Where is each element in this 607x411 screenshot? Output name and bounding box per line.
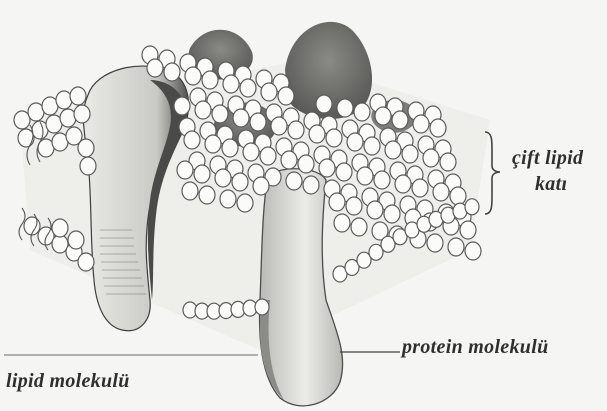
lipid-head [70, 87, 86, 105]
lipid-head [253, 177, 269, 195]
lipid-head [367, 201, 383, 219]
lipid-head [316, 95, 332, 113]
lipid-head [465, 242, 481, 260]
lipid-head [260, 147, 276, 165]
lipid-head [375, 107, 391, 125]
lipid-head [346, 197, 362, 215]
lipid-head [147, 59, 163, 77]
lipid-head [68, 231, 84, 249]
lipid-head [255, 299, 269, 315]
lipid-head [261, 83, 277, 101]
lipid-head [220, 190, 236, 208]
lipid-head [233, 109, 249, 127]
bilayer-label-line2: katı [535, 173, 567, 195]
lipid-head [329, 193, 345, 211]
lipid-head [326, 129, 342, 147]
lipid-head [205, 135, 221, 153]
lipid-head [337, 99, 353, 117]
lipid-head [212, 105, 228, 123]
lipid-head [78, 139, 94, 157]
lipid-head [243, 143, 259, 161]
lipid-head [336, 163, 352, 181]
lipid-head [465, 199, 479, 215]
lipid-head [222, 139, 238, 157]
lipid-head [448, 238, 464, 256]
lipid-head [194, 165, 210, 183]
lipid-head [430, 119, 446, 137]
bilayer-bracket [485, 132, 500, 214]
lipid-head [223, 75, 239, 93]
lipid-head [347, 133, 363, 151]
lipid-head [271, 117, 287, 135]
lipid-head [286, 172, 302, 190]
lipid-head [80, 157, 96, 175]
lipid-head [303, 176, 319, 194]
lipid-head [357, 167, 373, 185]
lipid-head [195, 101, 211, 119]
lipid-head [440, 153, 456, 171]
lipid-head [298, 155, 314, 173]
lipid-head [164, 63, 180, 81]
lipid-head [52, 219, 68, 237]
lipid-head [237, 194, 253, 212]
lipid-head [384, 205, 400, 223]
lipid-molecule-label: lipid molekulü [6, 370, 130, 392]
lipid-head [78, 253, 94, 271]
lipid-head [240, 79, 256, 97]
lipid-head [202, 71, 218, 89]
lipid-head [385, 141, 401, 159]
lipid-head [199, 186, 215, 204]
lipid-head [392, 111, 408, 129]
lipid-head [56, 91, 72, 109]
lipid-head [351, 218, 367, 236]
lipid-head [281, 151, 297, 169]
lipid-head [354, 103, 370, 121]
lipid-head [412, 179, 428, 197]
lipid-head [309, 125, 325, 143]
lipid-head [450, 187, 466, 205]
lipid-head [74, 105, 90, 123]
lipid-head [395, 175, 411, 193]
lipid-head [60, 109, 76, 127]
lipid-head [374, 171, 390, 189]
lipid-head [433, 183, 449, 201]
lipid-head [319, 159, 335, 177]
lipid-head [413, 115, 429, 133]
lipid-head [364, 137, 380, 155]
protein-molecule-label: protein molekulü [402, 336, 549, 358]
lipid-head [177, 161, 193, 179]
lipid-head [185, 67, 201, 85]
lipid-head [174, 97, 190, 115]
lipid-head [278, 87, 294, 105]
lipid-head [184, 131, 200, 149]
bilayer-label-line1: çift lipid [512, 147, 583, 169]
lipid-head [250, 113, 266, 131]
lipid-head [215, 169, 231, 187]
lipid-head [423, 149, 439, 167]
lipid-head [232, 173, 248, 191]
lipid-head [402, 145, 418, 163]
lipid-head [334, 214, 350, 232]
lipid-head [460, 221, 476, 239]
lipid-head [182, 182, 198, 200]
lipid-head [427, 234, 443, 252]
lipid-head [288, 121, 304, 139]
